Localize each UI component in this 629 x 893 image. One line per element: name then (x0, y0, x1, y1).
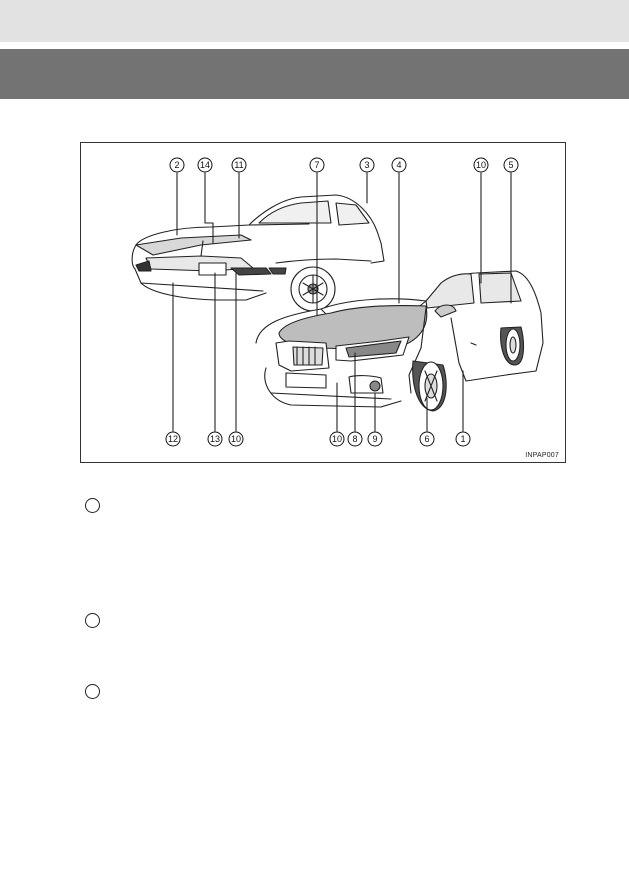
label-top-3: 7 (314, 160, 319, 170)
section-header-bar (0, 49, 629, 99)
figure-code: INPAP007 (525, 452, 559, 459)
label-top-2: 11 (234, 160, 243, 170)
top-band (0, 0, 629, 42)
label-top-7: 5 (508, 160, 513, 170)
label-bottom-4: 8 (352, 434, 357, 444)
label-top-0: 2 (174, 160, 179, 170)
callout-2 (85, 613, 100, 628)
label-bottom-7: 1 (460, 434, 465, 444)
callout-labels: 2 14 11 7 3 4 10 5 12 13 10 10 8 9 6 1 (165, 157, 519, 447)
label-bottom-3: 10 (332, 434, 342, 444)
vehicle-exterior-illustration: 2 14 11 7 3 4 10 5 12 13 10 10 8 9 6 1 I… (80, 142, 566, 463)
car-drawing: 2 14 11 7 3 4 10 5 12 13 10 10 8 9 6 1 (131, 157, 544, 447)
label-bottom-1: 13 (210, 434, 220, 444)
label-bottom-0: 12 (168, 434, 178, 444)
label-bottom-6: 6 (424, 434, 429, 444)
callout-1 (85, 498, 100, 513)
label-top-1: 14 (200, 160, 210, 170)
label-top-4: 3 (364, 160, 369, 170)
label-top-6: 10 (476, 160, 486, 170)
label-bottom-2: 10 (231, 434, 241, 444)
label-top-5: 4 (396, 160, 401, 170)
callout-3 (85, 684, 100, 699)
label-bottom-5: 9 (372, 434, 377, 444)
